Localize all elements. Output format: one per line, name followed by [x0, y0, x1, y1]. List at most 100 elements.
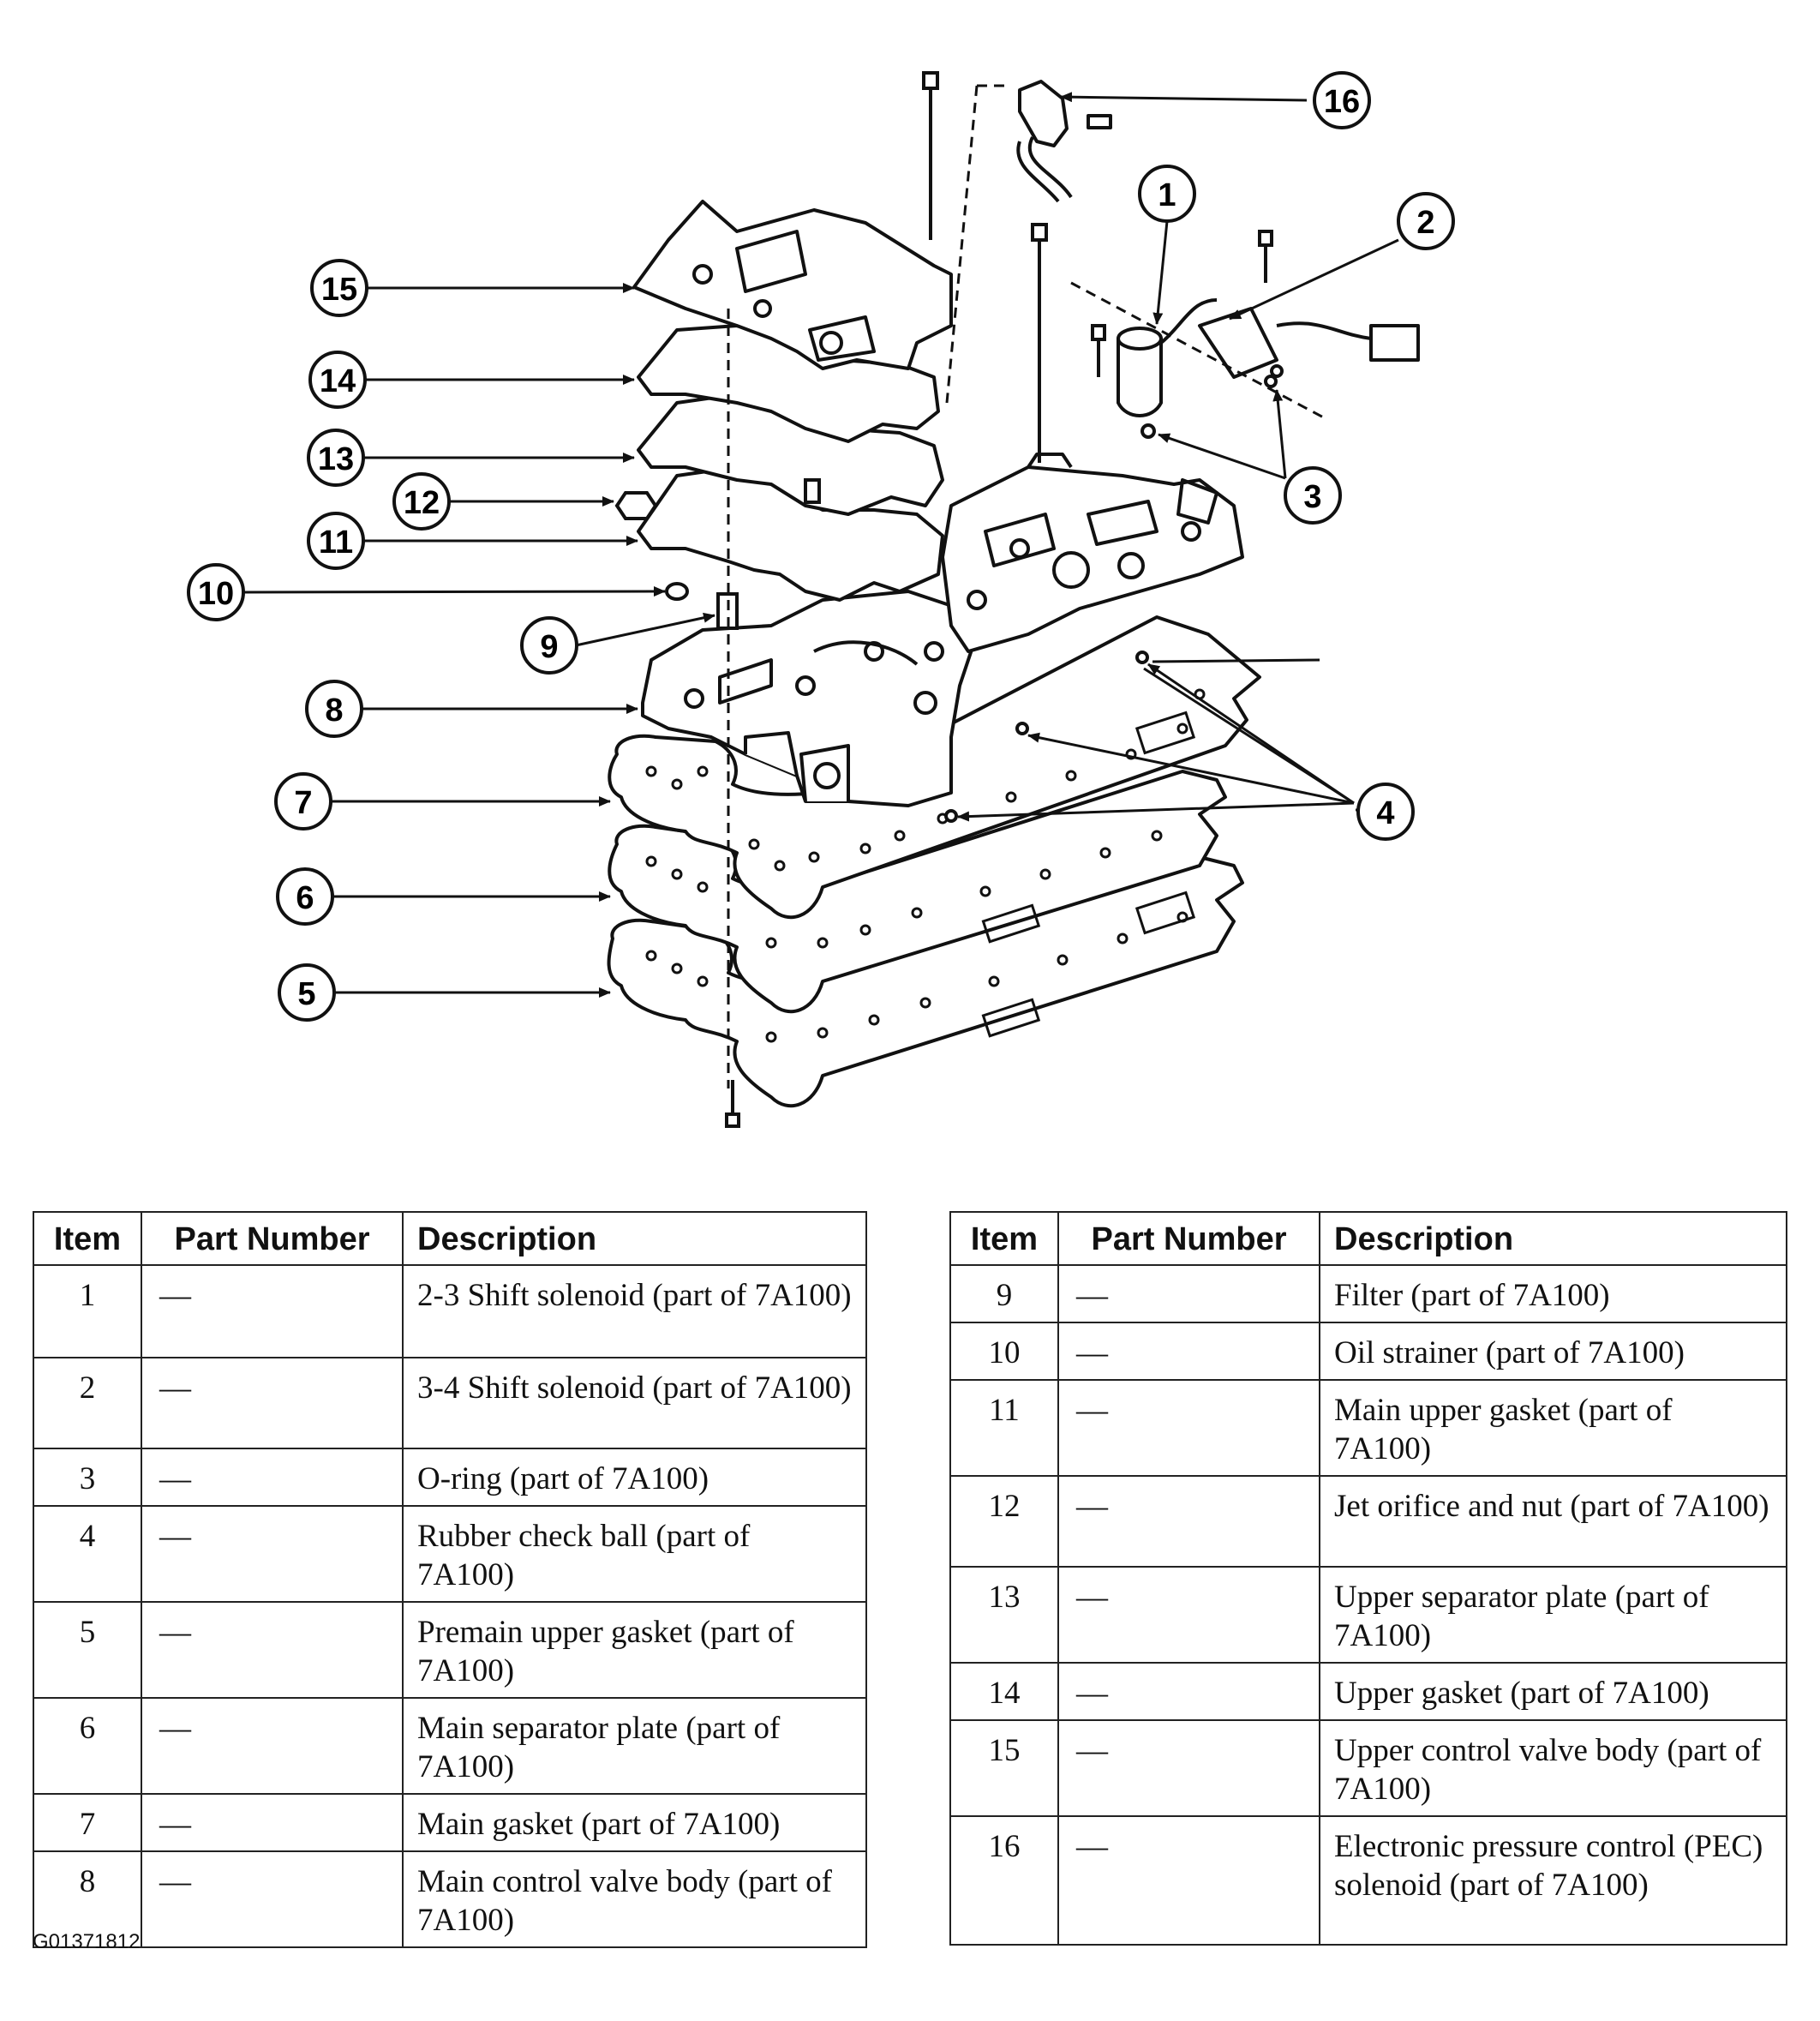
bolts — [716, 71, 1273, 1128]
description-cell: Main upper gasket (part of 7A100) — [1319, 1379, 1787, 1477]
svg-text:7: 7 — [294, 785, 312, 821]
callout-2: 2 — [1397, 192, 1455, 250]
svg-text:12: 12 — [404, 485, 440, 521]
part-number-cell: — — [1057, 1662, 1320, 1721]
table-row: 8 — Main control valve body (part of 7A1… — [33, 1850, 867, 1948]
part-number-cell: — — [1057, 1815, 1320, 1946]
table-row: 6 — Main separator plate (part of 7A100) — [33, 1697, 867, 1795]
description-cell: Main control valve body (part of 7A100) — [402, 1850, 867, 1948]
table-row: 7 — Main gasket (part of 7A100) — [33, 1793, 867, 1852]
parts-table-left: Item Part Number Description 1 — 2-3 Shi… — [33, 1211, 867, 1948]
part-number-cell: — — [141, 1601, 404, 1699]
callout-4: 4 — [1356, 783, 1415, 841]
item-cell: 10 — [949, 1322, 1059, 1381]
solenoids — [1016, 80, 1420, 417]
item-cell: 5 — [33, 1601, 142, 1699]
table-row: 12 — Jet orifice and nut (part of 7A100) — [949, 1475, 1787, 1568]
part-number-cell: — — [1057, 1322, 1320, 1381]
part-number-cell: — — [1057, 1475, 1320, 1568]
callout-13: 13 — [307, 429, 365, 487]
description-cell: Filter (part of 7A100) — [1319, 1264, 1787, 1323]
description-cell: O-ring (part of 7A100) — [402, 1448, 867, 1507]
item-cell: 8 — [33, 1850, 142, 1948]
callout-8: 8 — [305, 680, 363, 738]
svg-text:3: 3 — [1303, 479, 1321, 515]
table-header-row: Item Part Number Description — [949, 1211, 1787, 1266]
table-row: 13 — Upper separator plate (part of 7A10… — [949, 1566, 1787, 1664]
item-cell: 13 — [949, 1566, 1059, 1664]
header-part-number: Part Number — [1057, 1211, 1320, 1266]
svg-text:11: 11 — [319, 525, 353, 561]
description-cell: Premain upper gasket (part of 7A100) — [402, 1601, 867, 1699]
part-number-cell: — — [141, 1505, 404, 1603]
table-row: 2 — 3-4 Shift solenoid (part of 7A100) — [33, 1357, 867, 1449]
parts-table-right: Item Part Number Description 9 — Filter … — [949, 1211, 1787, 1946]
description-cell: 3-4 Shift solenoid (part of 7A100) — [402, 1357, 867, 1449]
callout-14: 14 — [308, 351, 367, 409]
main-control-valve-body — [641, 590, 979, 807]
table-header-row: Item Part Number Description — [33, 1211, 867, 1266]
item-cell: 9 — [949, 1264, 1059, 1323]
item-cell: 2 — [33, 1357, 142, 1449]
callout-1: 1 — [1138, 165, 1196, 223]
svg-text:6: 6 — [296, 880, 314, 916]
item-cell: 11 — [949, 1379, 1059, 1477]
callout-11: 11 — [307, 512, 365, 570]
item-cell: 12 — [949, 1475, 1059, 1568]
svg-text:14: 14 — [320, 363, 356, 399]
table-row: 1 — 2-3 Shift solenoid (part of 7A100) — [33, 1264, 867, 1358]
part-number-cell: — — [141, 1448, 404, 1507]
header-description: Description — [1319, 1211, 1787, 1266]
part-number-cell: — — [141, 1793, 404, 1852]
description-cell: Oil strainer (part of 7A100) — [1319, 1322, 1787, 1381]
table-row: 9 — Filter (part of 7A100) — [949, 1264, 1787, 1323]
upper-control-valve-body — [632, 200, 953, 370]
table-row: 14 — Upper gasket (part of 7A100) — [949, 1662, 1787, 1721]
table-row: 11 — Main upper gasket (part of 7A100) — [949, 1379, 1787, 1477]
callout-3: 3 — [1284, 466, 1342, 525]
description-cell: Electronic pressure control (PEC) soleno… — [1319, 1815, 1787, 1946]
table-row: 4 — Rubber check ball (part of 7A100) — [33, 1505, 867, 1603]
item-cell: 6 — [33, 1697, 142, 1795]
figure-id: G01371812 — [33, 1930, 141, 1953]
leader-lines — [242, 92, 1399, 998]
svg-text:4: 4 — [1376, 795, 1394, 831]
exploded-view-diagram: 1 2 3 4 5 6 7 8 9 10 11 12 — [187, 71, 1455, 1128]
callout-5: 5 — [278, 963, 336, 1022]
callout-10: 10 — [187, 563, 245, 621]
item-cell: 1 — [33, 1264, 142, 1358]
description-cell: Upper separator plate (part of 7A100) — [1319, 1566, 1787, 1664]
small-parts — [614, 364, 1284, 823]
callout-7: 7 — [274, 772, 332, 831]
header-item: Item — [949, 1211, 1059, 1266]
part-number-cell: — — [141, 1697, 404, 1795]
svg-text:2: 2 — [1416, 205, 1434, 241]
item-cell: 4 — [33, 1505, 142, 1603]
callout-6: 6 — [276, 867, 334, 926]
callout-12: 12 — [392, 472, 451, 531]
svg-text:13: 13 — [318, 441, 354, 477]
header-item: Item — [33, 1211, 142, 1266]
part-number-cell: — — [141, 1264, 404, 1358]
callout-15: 15 — [310, 259, 368, 317]
header-part-number: Part Number — [141, 1211, 404, 1266]
item-cell: 15 — [949, 1719, 1059, 1817]
part-number-cell: — — [1057, 1719, 1320, 1817]
item-cell: 14 — [949, 1662, 1059, 1721]
svg-text:1: 1 — [1158, 177, 1176, 213]
callout-16: 16 — [1313, 71, 1371, 129]
part-number-cell: — — [141, 1850, 404, 1948]
svg-text:15: 15 — [321, 272, 357, 308]
svg-text:10: 10 — [198, 576, 234, 612]
description-cell: 2-3 Shift solenoid (part of 7A100) — [402, 1264, 867, 1358]
table-row: 15 — Upper control valve body (part of 7… — [949, 1719, 1787, 1817]
item-cell: 7 — [33, 1793, 142, 1852]
part-number-cell: — — [1057, 1379, 1320, 1477]
svg-text:5: 5 — [297, 976, 315, 1012]
header-description: Description — [402, 1211, 867, 1266]
description-cell: Main separator plate (part of 7A100) — [402, 1697, 867, 1795]
table-row: 5 — Premain upper gasket (part of 7A100) — [33, 1601, 867, 1699]
table-row: 10 — Oil strainer (part of 7A100) — [949, 1322, 1787, 1381]
svg-text:9: 9 — [540, 629, 558, 665]
svg-text:8: 8 — [325, 693, 343, 729]
